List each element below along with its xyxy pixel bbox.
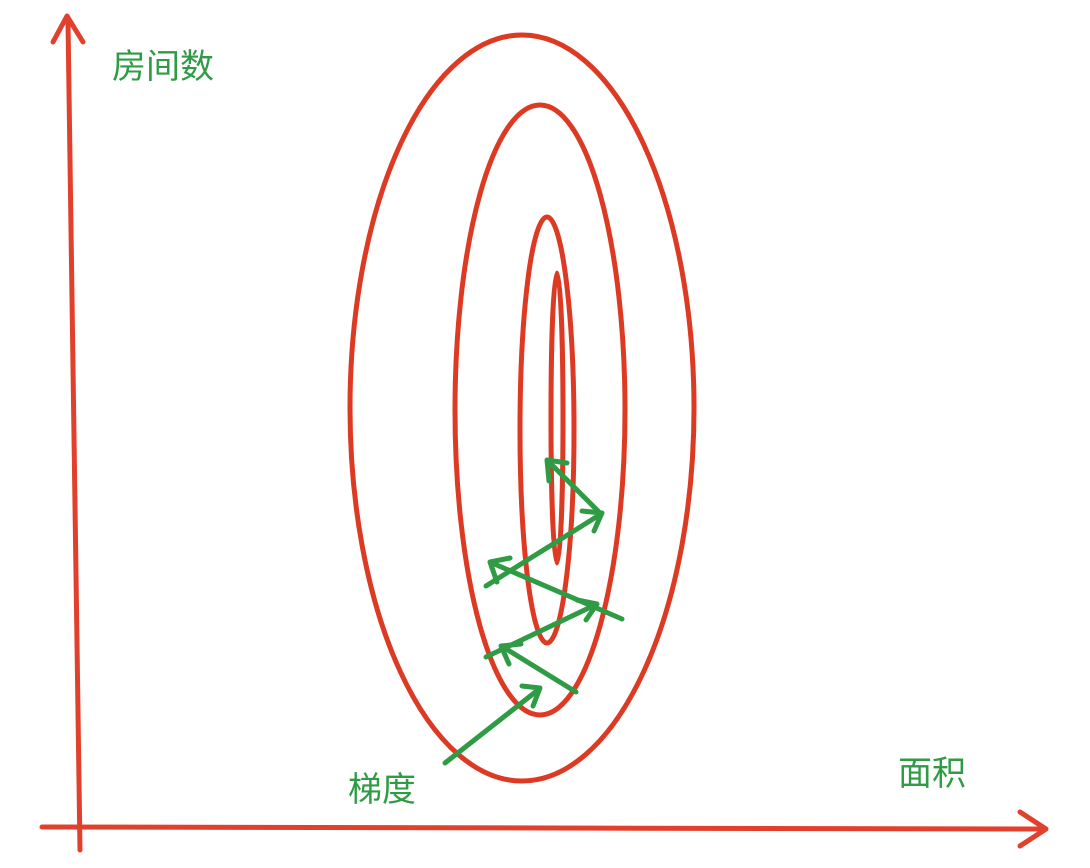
arrowhead-icon bbox=[544, 457, 570, 484]
contours bbox=[347, 32, 697, 784]
x-axis-label: 面积 bbox=[898, 754, 966, 794]
y-axis bbox=[65, 19, 83, 853]
y-axis-label: 房间数 bbox=[112, 47, 214, 87]
gradient-step-5 bbox=[483, 511, 604, 589]
contour-third bbox=[517, 214, 577, 646]
arrowhead-icon bbox=[519, 683, 543, 709]
gradient-step-2 bbox=[500, 644, 579, 695]
gradient-step-1 bbox=[442, 687, 541, 766]
arrowhead-icon bbox=[487, 555, 513, 585]
gradient-label: 梯度 bbox=[348, 770, 416, 810]
gradient-step-3 bbox=[483, 602, 598, 660]
contour-inner bbox=[548, 270, 566, 566]
gradient-step-6 bbox=[546, 459, 604, 517]
gradient-path bbox=[442, 457, 625, 766]
arrow-up-icon bbox=[50, 13, 86, 45]
gradient-step-4 bbox=[489, 560, 625, 622]
arrow-right-icon bbox=[1017, 809, 1049, 849]
x-axis bbox=[39, 824, 1043, 832]
axes bbox=[39, 13, 1049, 853]
contour-outer bbox=[347, 32, 697, 784]
contour-second bbox=[452, 102, 628, 718]
